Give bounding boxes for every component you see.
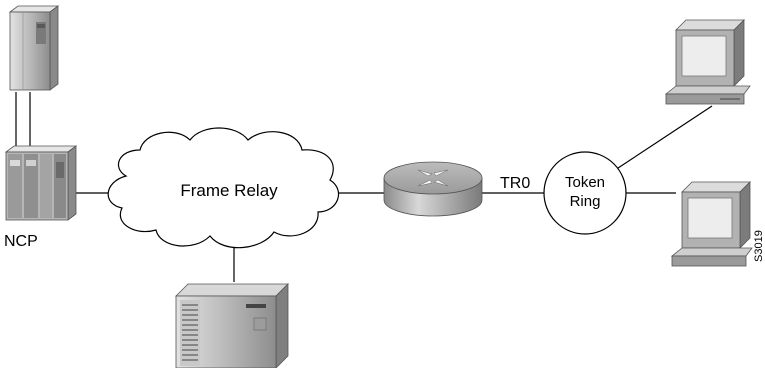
tr0-label: TR0	[500, 175, 530, 192]
token-ring-label-line2: Ring	[570, 193, 601, 210]
server-tower-icon	[175, 283, 289, 368]
workstation-icon-top	[664, 19, 751, 105]
router-icon	[383, 161, 483, 217]
ncp-label: NCP	[4, 233, 38, 250]
ring-to-workstation-top-link	[611, 105, 713, 173]
figure-id: S3019	[753, 230, 765, 262]
frame-relay-cloud-icon	[107, 127, 340, 249]
connection-lines	[15, 92, 713, 282]
token-ring-icon	[543, 151, 627, 235]
mainframe-icon	[8, 5, 60, 91]
front-end-processor-icon	[4, 145, 78, 221]
workstation-icon-bottom	[670, 181, 753, 267]
frame-relay-label: Frame Relay	[180, 181, 278, 200]
token-ring-label-line1: Token	[565, 174, 605, 191]
